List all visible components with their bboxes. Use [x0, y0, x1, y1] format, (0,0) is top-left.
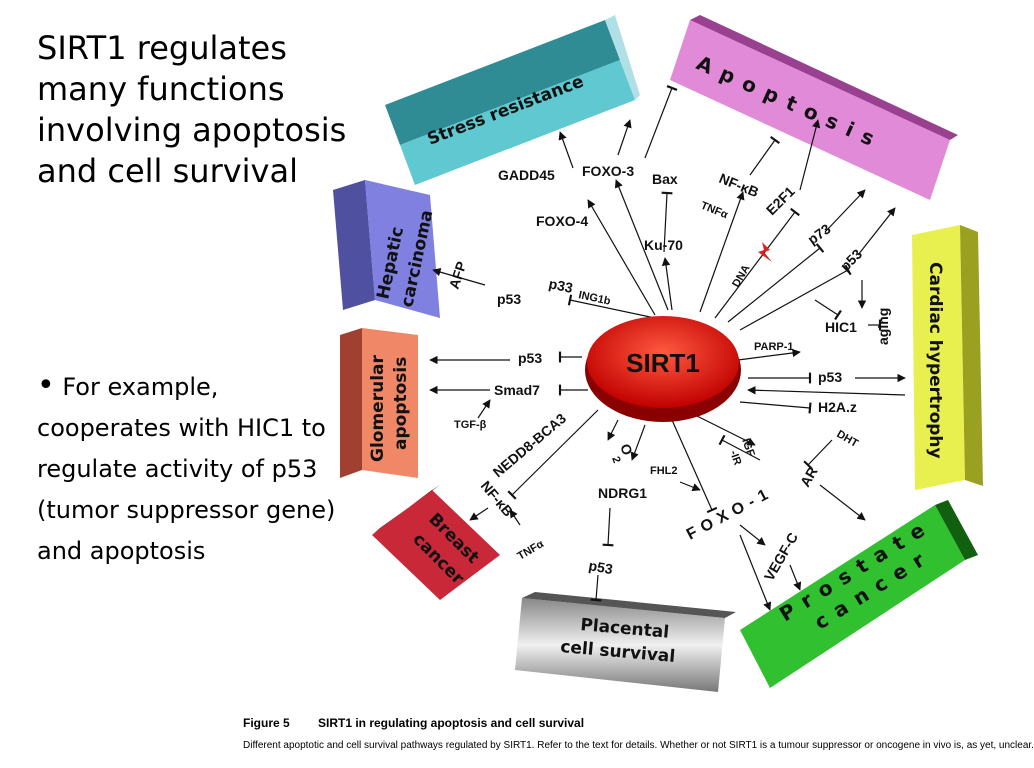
- node-tgfb: TGF-β: [454, 419, 487, 431]
- node-foxo4: FOXO-4: [536, 213, 588, 229]
- node-foxo3: FOXO-3: [582, 163, 634, 179]
- node-ar: AR: [797, 464, 821, 490]
- node-o2: O: [617, 442, 636, 458]
- dna-damage-bolt-icon: [758, 242, 772, 262]
- node-ndrg1: NDRG1: [598, 485, 647, 501]
- node-p53-top: p53: [837, 246, 866, 275]
- node-p53-plac: p53: [587, 557, 614, 577]
- node-igf: IGF: [739, 437, 757, 459]
- prostate-cancer-box: Prostate cancer: [740, 500, 978, 688]
- node-p73: p73: [805, 220, 834, 247]
- node-afp: AFP: [446, 259, 470, 291]
- node-p53-glom: p53: [518, 350, 542, 366]
- cardiac-hypertrophy-box: Cardiac hypertrophy: [912, 225, 983, 490]
- apoptosis-box: Apoptosis: [670, 15, 958, 200]
- node-ir: -IR: [727, 449, 743, 467]
- bullet-text: • For example, cooperates with HIC1 to r…: [37, 365, 347, 572]
- node-hic1: HIC1: [825, 319, 857, 335]
- glomerular-apoptosis-box: Glomerular apoptosis: [340, 328, 418, 478]
- node-gadd45: GADD45: [498, 167, 555, 183]
- node-nfkb-top: NF-κB: [717, 170, 761, 200]
- bullet-marker: •: [37, 368, 55, 403]
- node-o2-subscript: 2: [609, 455, 622, 465]
- node-p33: p33: [547, 275, 574, 296]
- node-aging: aging: [875, 308, 891, 345]
- node-dht: DHT: [835, 428, 861, 450]
- node-parp1: PARP-1: [754, 341, 794, 353]
- pathway-connectors: [429, 85, 906, 611]
- node-fhl2: FHL2: [650, 465, 678, 477]
- node-tnfa-breast: TNFα: [516, 538, 547, 563]
- node-p53-card: p53: [818, 369, 842, 385]
- figure-description: Different apoptotic and cell survival pa…: [243, 740, 1034, 751]
- sirt1-label: SIRT1: [626, 348, 700, 378]
- node-e2f1: E2F1: [763, 183, 798, 218]
- node-h2az: H2A.z: [818, 399, 857, 415]
- figure-title: SIRT1 in regulating apoptosis and cell s…: [318, 716, 585, 730]
- node-ku70: Ku-70: [644, 237, 683, 253]
- breast-cancer-box: Breast cancer: [372, 485, 500, 600]
- node-nedd8-bca3: NEDD8-BCA3: [490, 410, 570, 480]
- glomerular-label-1: Glomerular: [368, 355, 388, 462]
- placental-cell-survival-box: Placental cell survival: [515, 592, 736, 692]
- node-smad7: Smad7: [494, 382, 540, 398]
- glomerular-label-2: apoptosis: [391, 357, 411, 450]
- figure-number: Figure 5: [243, 716, 290, 730]
- node-nfkb-breast: NF-κB: [478, 478, 517, 520]
- sirt1-pathway-diagram: Stress resistance Apoptosis Hepatic carc…: [333, 15, 983, 692]
- sirt1-node: SIRT1: [585, 316, 741, 422]
- node-tnfa-top: TNFα: [699, 200, 730, 222]
- cardiac-label: Cardiac hypertrophy: [925, 262, 945, 459]
- node-vegfc: VEGF-C: [761, 530, 801, 584]
- bullet-body: For example, cooperates with HIC1 to reg…: [37, 373, 336, 565]
- stress-resistance-box: Stress resistance: [385, 15, 640, 185]
- node-dna: DNA: [730, 263, 752, 290]
- hepatic-carcinoma-box: Hepatic carcinoma: [333, 180, 440, 318]
- node-bax: Bax: [652, 171, 678, 187]
- node-foxo1: FOXO-1: [684, 484, 776, 544]
- slide-title: SIRT1 regulates many functions involving…: [37, 29, 347, 190]
- node-p53-hep: p53: [497, 291, 521, 307]
